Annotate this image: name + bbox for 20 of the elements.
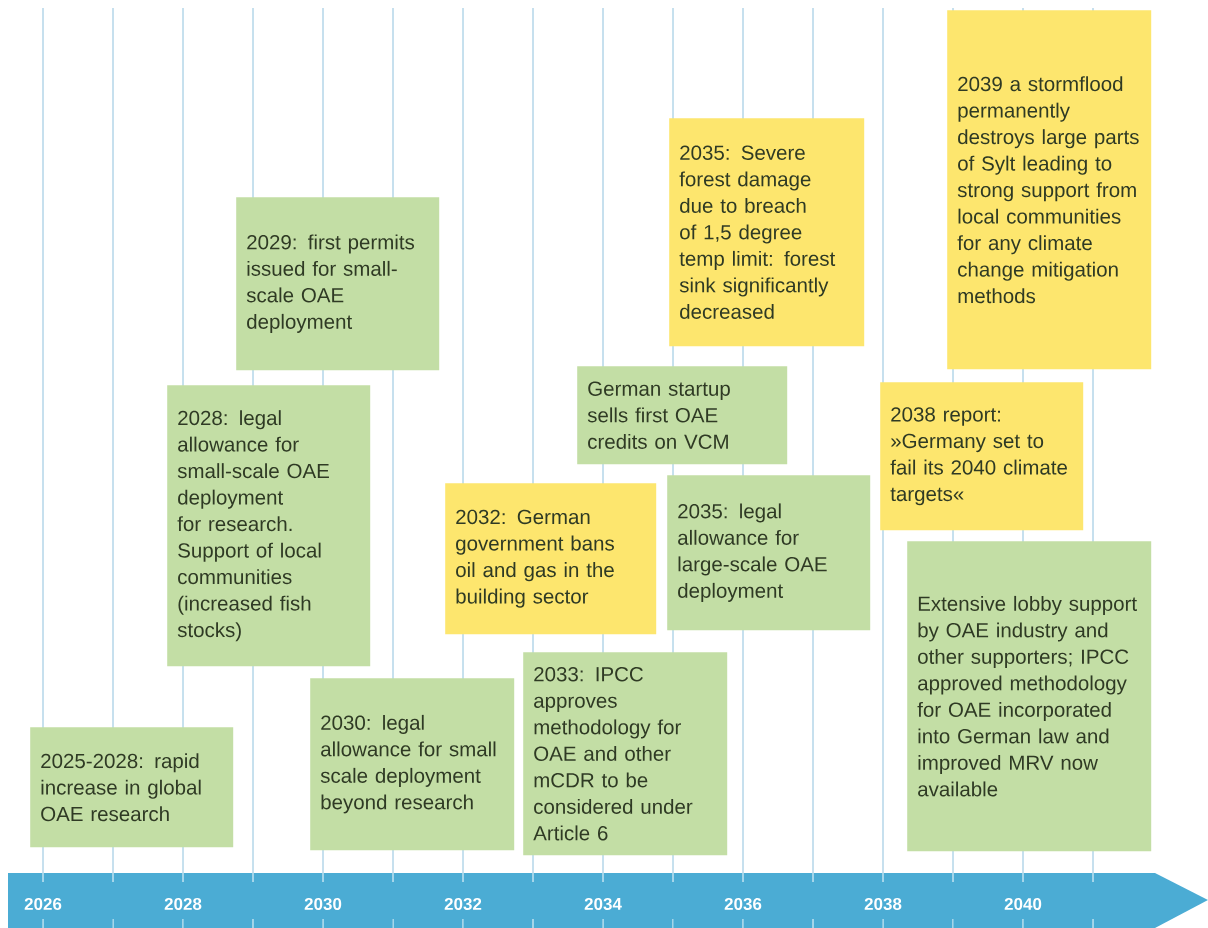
event-box: 2033: IPCC approves methodology for OAE and other mCDR to be considered under Article 6 [523,652,728,856]
event-box: 2025-2028: rapid increase in global OAE research [30,727,234,848]
year-label: 2028 [164,897,202,910]
event-box: 2029: first permits issued for small-scale OAE deployment [236,197,440,371]
event-box: 2035: legal allowance for large-scale OAE deployment [667,475,871,631]
year-label: 2030 [304,897,342,910]
event-box: German startup sells first OAE credits on VCM [577,366,788,465]
event-box: 2038 report: »Germany set to fail its 2040 climate targets« [880,382,1084,531]
year-label: 2038 [864,897,902,910]
event-box: Extensive lobby support by OAE industry and other supporters; IPCC approved methodology for OAE incorporated into German law and improved MRV now available [907,541,1152,852]
event-box: 2032: German government bans oil and gas in the building sector [445,483,657,635]
event-box: 2030: legal allowance for small scale deployment beyond research [310,678,515,851]
year-label: 2036 [724,897,762,910]
event-box: 2028: legal allowance for small-scale OAE deployment for research. Support of local communities (increased fish stocks) [167,385,371,667]
year-label: 2040 [1004,897,1042,910]
year-label: 2034 [584,897,622,910]
year-label: 2026 [24,897,62,910]
event-box: 2039 a stormflood permanently destroys large parts of Sylt leading to strong support from local communities for any climate change mitigation methods [947,10,1152,370]
year-label: 2032 [444,897,482,910]
event-box: 2035: Severe forest damage due to breach of 1,5 degree temp limit: forest sink significantly decreased [669,118,865,347]
